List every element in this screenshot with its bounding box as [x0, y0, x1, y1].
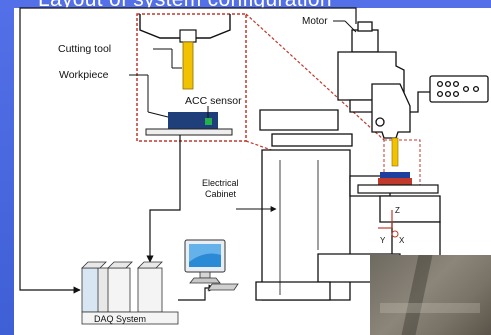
machine-table-zoom	[146, 129, 232, 135]
label-electrical: Electrical	[202, 178, 239, 188]
axis-label-y: Y	[380, 236, 386, 245]
spindle-collet	[180, 30, 196, 42]
label-cabinet: Cabinet	[205, 189, 237, 199]
workpiece-marker	[380, 172, 410, 178]
workpiece-machine	[378, 178, 412, 185]
overarm-lower	[272, 134, 352, 146]
zoom-inset	[137, 14, 246, 141]
control-box	[430, 76, 488, 102]
label-cutting-tool: Cutting tool	[58, 43, 111, 55]
acc-sensor-dot	[205, 118, 212, 125]
saddle	[380, 196, 440, 222]
keyboard	[208, 284, 238, 290]
axis-label-x: X	[399, 236, 405, 245]
axis-label-z: Z	[395, 206, 400, 215]
label-motor: Motor	[302, 16, 328, 27]
spindle-knob	[376, 118, 384, 126]
computer-icon	[185, 240, 238, 290]
machining-photo	[370, 255, 491, 335]
spindle-housing	[372, 84, 410, 138]
label-daq-system: DAQ System	[94, 314, 146, 324]
label-workpiece: Workpiece	[59, 69, 109, 81]
motor	[352, 30, 378, 52]
label-acc-sensor: ACC sensor	[185, 95, 242, 107]
machine-base	[256, 282, 330, 300]
machine-table	[358, 185, 438, 193]
cutting-tool-machine	[392, 138, 398, 166]
cutting-tool-zoom	[183, 42, 193, 89]
motor-cap	[358, 22, 372, 31]
overarm	[260, 110, 338, 130]
